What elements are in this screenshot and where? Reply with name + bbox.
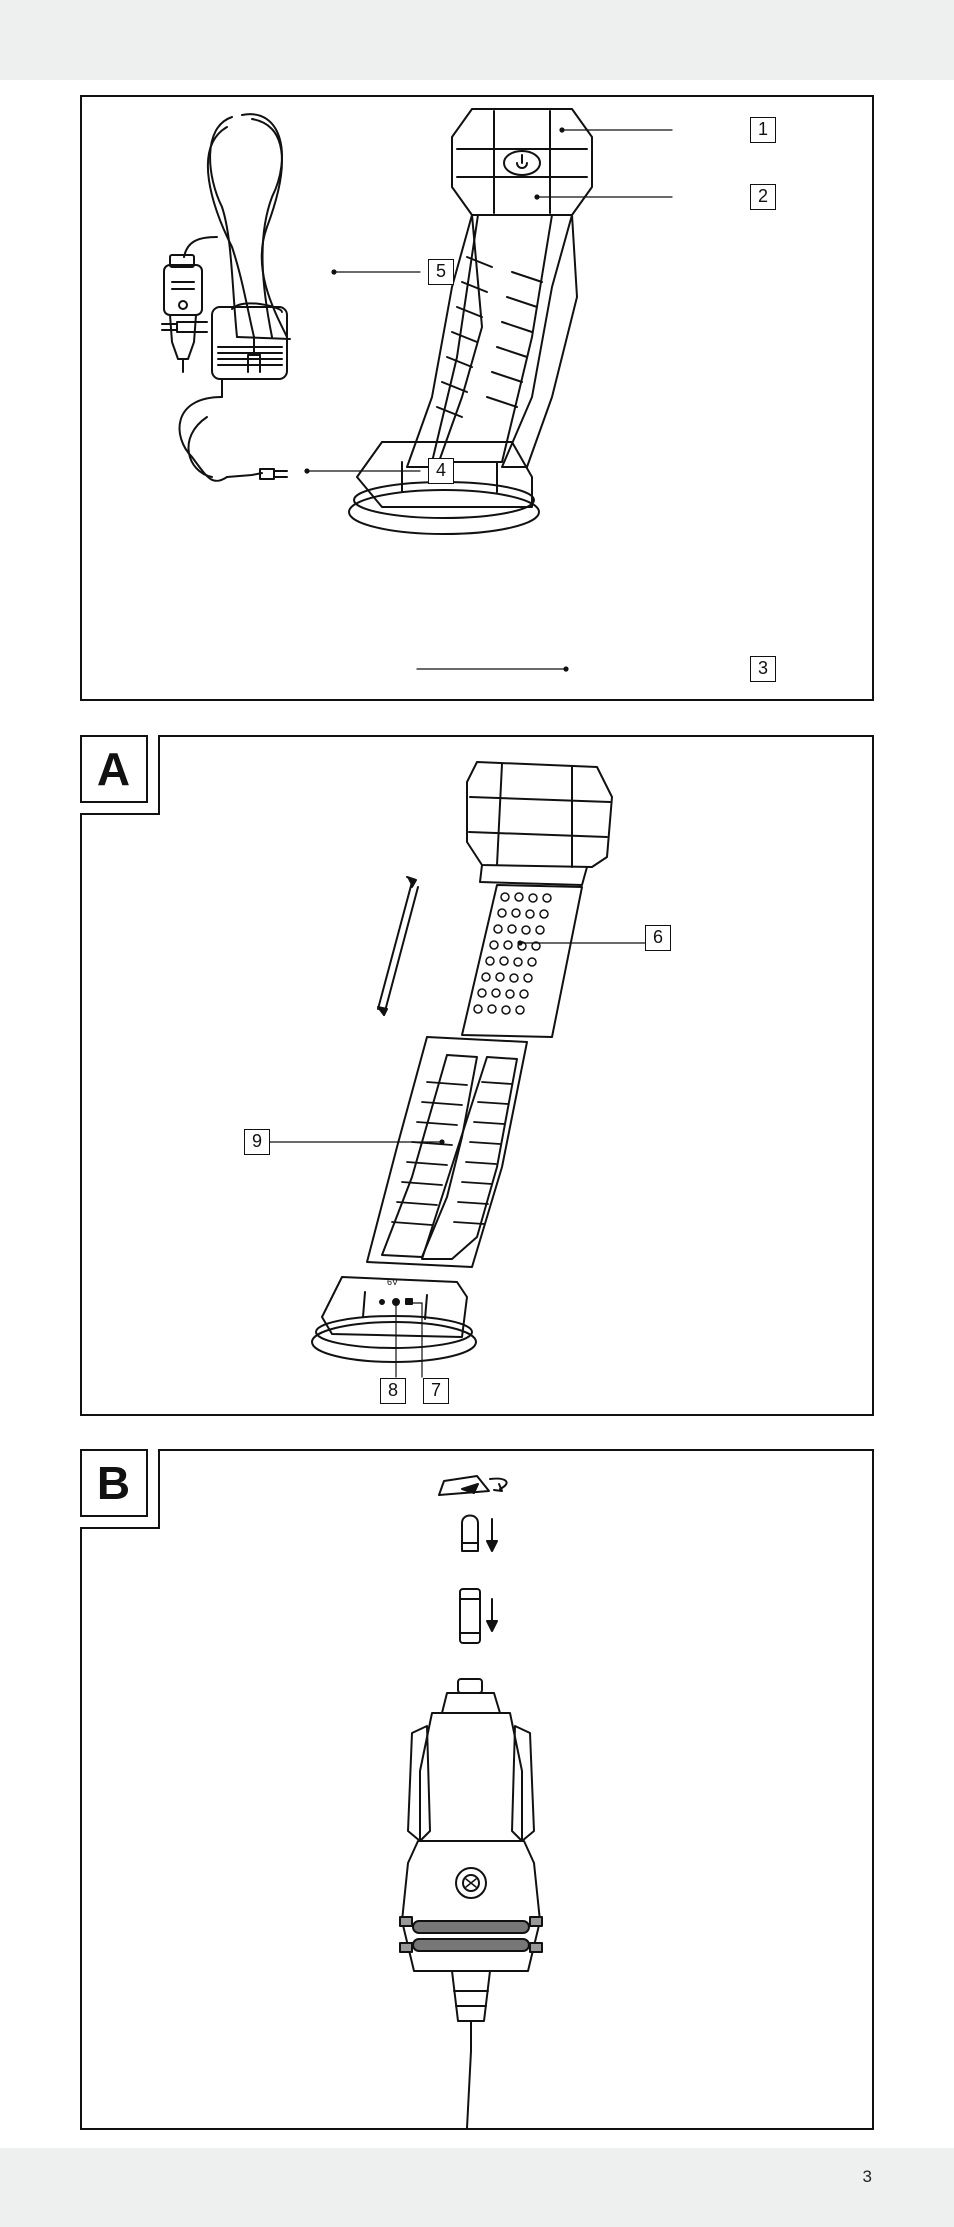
callout-4: 4 — [428, 458, 454, 484]
figure-a-panel: A — [80, 735, 874, 1416]
figure-a-illustration — [82, 737, 872, 1414]
mains-charger-drawing — [162, 303, 287, 481]
figure-b-panel: B — [80, 1449, 874, 2130]
page-number: 3 — [863, 2167, 872, 2187]
callout-1: 1 — [750, 117, 776, 143]
car-adapter-cable-drawing — [164, 114, 290, 372]
callout-6: 6 — [645, 925, 671, 951]
callout-3: 3 — [750, 656, 776, 682]
callout-8: 8 — [380, 1378, 406, 1404]
overview-figure-panel: 1 2 3 4 5 — [80, 95, 874, 701]
figure-b-illustration — [82, 1451, 872, 2128]
callout-5: 5 — [428, 259, 454, 285]
flashlight-drawing — [349, 109, 592, 534]
bottom-margin-band — [0, 2148, 954, 2227]
overview-leader-lines — [305, 128, 672, 671]
callout-7: 7 — [423, 1378, 449, 1404]
top-margin-band — [0, 0, 954, 80]
socket-voltage-mark: 6V — [387, 1277, 398, 1287]
callout-9: 9 — [244, 1129, 270, 1155]
callout-2: 2 — [750, 184, 776, 210]
